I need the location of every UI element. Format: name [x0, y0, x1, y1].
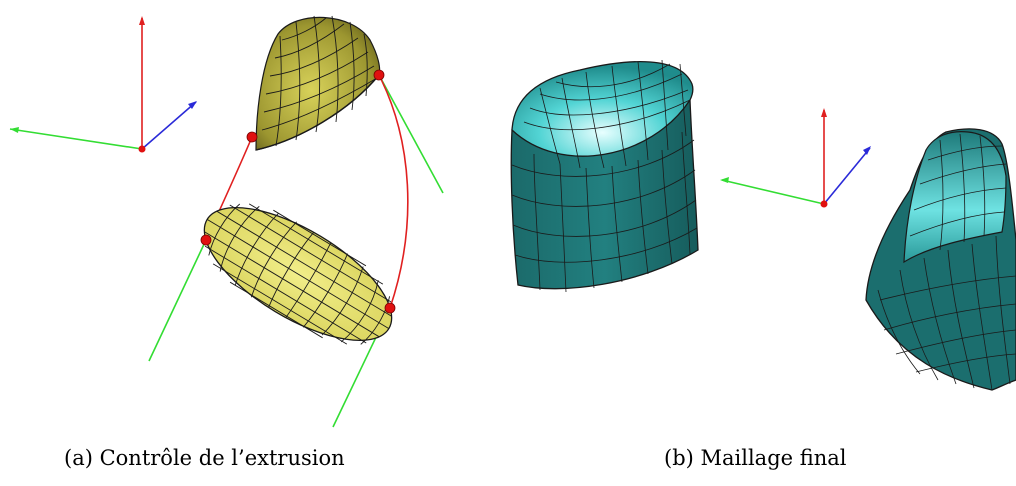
caption-b: (b) Maillage final: [664, 446, 847, 470]
panel-a: [9, 15, 444, 428]
panel-b: [510, 59, 1016, 391]
top-profile-surface: [255, 15, 381, 151]
final-mesh-main: [510, 59, 699, 293]
axis-triad-icon: [9, 16, 197, 153]
caption-a: (a) Contrôle de l’extrusion: [64, 446, 345, 470]
bottom-profile-surface: [203, 203, 393, 345]
axis-triad-icon: [720, 108, 871, 208]
final-mesh-side: [865, 128, 1016, 391]
control-points: [200, 69, 396, 314]
